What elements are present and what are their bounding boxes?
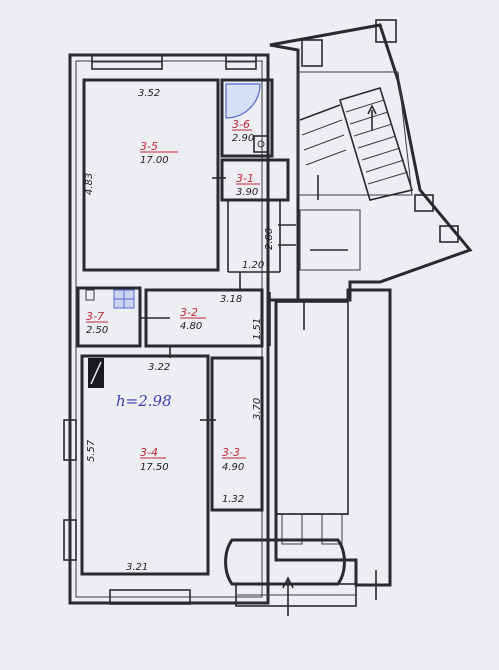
room-id-3-4: 3-4: [140, 446, 158, 459]
labels: 3.52 4.83 3-5 17.00 3-6 2.90 3-1 3.90 2.…: [84, 88, 275, 573]
dim-3-1-width: 1.20: [242, 260, 264, 271]
stairwell: [269, 19, 473, 302]
dim-3-2-height: 1.51: [252, 318, 263, 340]
dim-3-3-length: 3.70: [252, 398, 263, 420]
windows: [63, 54, 257, 605]
room-area-3-5: 17.00: [140, 155, 169, 166]
room-3-7: [76, 286, 142, 348]
room-area-3-7: 2.50: [86, 325, 108, 336]
height-note: h=2.98: [116, 392, 172, 410]
door-marks: [169, 272, 271, 358]
dim-3-4-bottom: 3.21: [126, 562, 148, 573]
dim-3-5-height: 4.83: [84, 173, 95, 195]
room-id-3-2: 3-2: [180, 306, 198, 319]
room-id-3-5: 3-5: [140, 140, 158, 153]
room-3-3: [200, 356, 264, 512]
dim-3-2-width: 3.18: [220, 294, 242, 305]
room-area-3-2: 4.80: [180, 321, 202, 332]
dim-3-3-width: 1.32: [222, 494, 244, 505]
id-underlines: [86, 129, 260, 459]
dim-3-5-width: 3.52: [138, 88, 160, 99]
room-area-3-3: 4.90: [222, 462, 244, 473]
room-area-3-1: 3.90: [236, 187, 258, 198]
entrance-corridor: [268, 288, 392, 587]
room-id-3-6: 3-6: [232, 118, 250, 131]
room-3-2: [140, 288, 264, 348]
room-id-3-1: 3-1: [236, 172, 254, 185]
dim-3-1-length: 2.80: [264, 228, 275, 250]
room-id-3-7: 3-7: [86, 310, 104, 323]
room-3-5: [82, 78, 220, 272]
room-id-3-3: 3-3: [222, 446, 240, 459]
room-area-3-6: 2.90: [232, 133, 254, 144]
room-3-6: [220, 78, 274, 158]
dim-3-4-height: 5.57: [86, 439, 97, 462]
room-area-3-4: 17.50: [140, 462, 169, 473]
room-3-4: [80, 354, 210, 576]
entrance-landing: [224, 538, 377, 616]
room-3-1: [212, 158, 296, 273]
dim-3-4-width: 3.22: [148, 362, 170, 373]
